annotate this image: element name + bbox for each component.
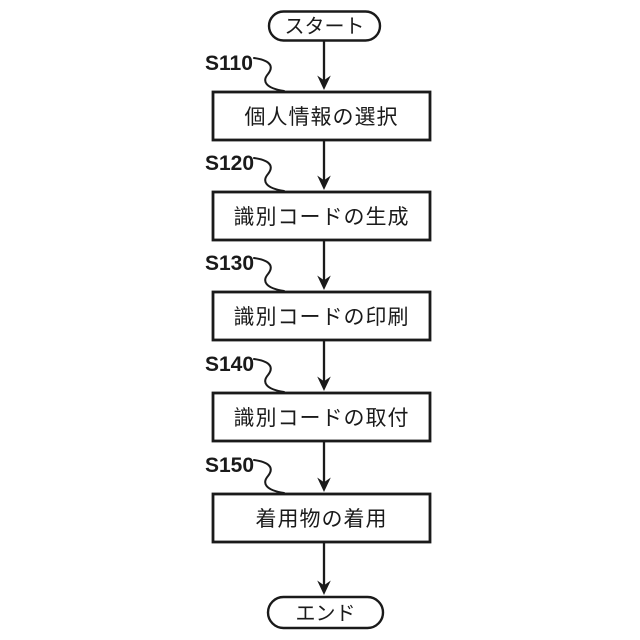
- end-oval: [266, 595, 385, 630]
- process-box: [211, 391, 432, 443]
- start-label: スタート: [285, 15, 365, 38]
- flow-arrow: [317, 41, 331, 90]
- end-node: エンド: [266, 595, 385, 630]
- leader-line: [253, 459, 285, 494]
- flow-step-s150: S150 着用物の着用: [205, 454, 432, 544]
- step-id-label: S110: [205, 52, 253, 75]
- leader-line: [253, 257, 285, 292]
- process-label: 着用物の着用: [256, 508, 388, 531]
- flow-step-s110: S110 個人情報の選択: [205, 52, 432, 142]
- step-id-label: S130: [205, 252, 254, 275]
- leader-line: [253, 57, 285, 92]
- process-label: 識別コードの印刷: [234, 306, 410, 329]
- step-id-label: S150: [205, 454, 254, 477]
- flow-step-s130: S130 識別コードの印刷: [205, 252, 432, 342]
- leader-line: [253, 358, 285, 393]
- process-label: 識別コードの生成: [234, 206, 410, 229]
- flow-step-s140: S140 識別コードの取付: [205, 353, 432, 443]
- start-oval: [267, 10, 382, 42]
- process-label: 識別コードの取付: [234, 407, 410, 430]
- step-id-label: S140: [205, 353, 254, 376]
- process-box: [211, 90, 432, 142]
- flow-arrow: [317, 543, 331, 595]
- end-label: エンド: [296, 603, 356, 625]
- process-label: 個人情報の選択: [245, 106, 399, 129]
- leader-line: [253, 157, 285, 192]
- start-node: スタート: [267, 10, 382, 42]
- step-id-label: S120: [205, 152, 254, 175]
- flow-arrow: [317, 141, 331, 190]
- flow-arrow: [317, 341, 331, 391]
- process-box: [211, 492, 432, 544]
- flow-arrow: [317, 442, 331, 492]
- flow-arrow: [317, 241, 331, 290]
- flow-step-s120: S120 識別コードの生成: [205, 152, 432, 242]
- process-box: [211, 190, 432, 242]
- process-box: [211, 290, 432, 342]
